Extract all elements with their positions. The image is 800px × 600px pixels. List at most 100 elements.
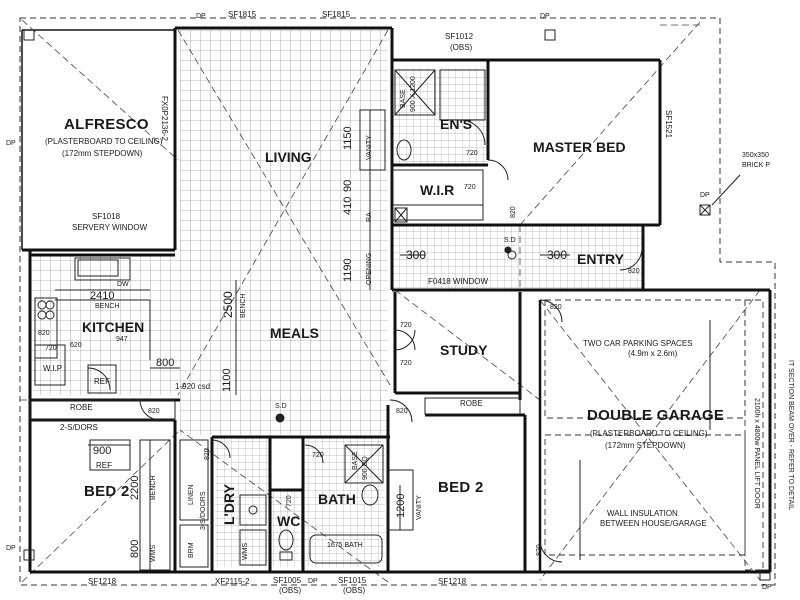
room-double-garage: DOUBLE GARAGE [587, 407, 725, 424]
room-meals: MEALS [270, 325, 319, 341]
dim-1150: 1150 [342, 126, 354, 150]
roof-outline [19, 17, 776, 586]
alfresco-note-2: (172mm STEPDOWN) [62, 149, 143, 158]
room-study: STUDY [440, 342, 488, 358]
brm-label: BRM [188, 542, 195, 558]
room-master-bed: MASTER BED [533, 139, 626, 155]
ref-kitchen: REF [94, 377, 110, 386]
room-alfresco: ALFRESCO [64, 116, 149, 133]
dim-300-a: 300 [406, 248, 427, 262]
base-bath-size: 900 SQ [362, 456, 369, 480]
room-bath: BATH [318, 491, 356, 507]
sdoors-3: 3-S/DOORS [200, 491, 207, 530]
base-ensuite: BASE [400, 89, 407, 108]
dim-1920: 1-920 csd [175, 382, 211, 391]
alfresco-note: (PLASTERBOARD TO CEILING) [45, 137, 163, 146]
door-820-a: 820 [510, 206, 517, 218]
window-top-3: SF1012 [445, 32, 474, 41]
dim-410: 410 [342, 196, 354, 215]
ref-bed: REF [96, 461, 112, 470]
dim-90: 90 [342, 179, 354, 192]
door-720-e: 720 [312, 452, 324, 459]
wall-insulation-2: BETWEEN HOUSE/GARAGE [600, 519, 707, 528]
dp-left: DP [6, 140, 16, 147]
dim-1190: 1190 [342, 258, 354, 282]
room-wir: W.I.R [420, 182, 455, 198]
room-living: LIVING [265, 149, 312, 165]
tiled-ldry [215, 437, 270, 567]
dp-bottom-right: DP [762, 584, 772, 591]
dw-label: DW [117, 281, 129, 288]
bench-kitchen: BENCH [95, 303, 120, 310]
wms-1: WMS [150, 544, 157, 562]
room-wc: WC [277, 513, 301, 529]
door-820-b: 820 [628, 268, 640, 275]
dim-947: 947 [116, 336, 128, 343]
dim-800-a: 800 [156, 357, 175, 369]
door-820-c: 820 [550, 304, 562, 311]
window-servery-2: SERVERY WINDOW [72, 223, 148, 232]
dim-620: 620 [70, 342, 82, 349]
room-laundry: L'DRY [221, 484, 237, 525]
window-f0418: F0418 WINDOW [428, 277, 489, 286]
door-820-h: 820 [38, 330, 50, 337]
tiled-wc [272, 490, 302, 567]
window-alfresco: FX0P2136-2 [160, 96, 169, 141]
window-top-1: SF1815 [228, 10, 257, 19]
garage-dashed [544, 299, 764, 571]
door-820-f: 820 [204, 448, 211, 460]
parking-note: TWO CAR PARKING SPACES [583, 339, 693, 348]
wms-2: WMS [242, 542, 249, 560]
vanity-ensuite: VANITY [366, 135, 373, 160]
tiled-kitchen [30, 255, 180, 395]
interior-lines [29, 69, 711, 571]
dim-300-b: 300 [547, 248, 568, 262]
section-beam-note: IT SECTION BEAM OVER - REFER TO DETAIL [787, 360, 794, 511]
door-820-d: 820 [148, 408, 160, 415]
room-bed2-right: BED 2 [438, 479, 484, 496]
window-top-2: SF1815 [322, 10, 351, 19]
window-bot-4: SF1015 [338, 576, 367, 585]
room-bed2-left: BED 2 [84, 483, 130, 500]
window-top-3-obs: (OBS) [450, 43, 473, 52]
dp-bottom: DP [308, 578, 318, 585]
window-bot-3-obs: (OBS) [279, 586, 302, 595]
walls [21, 26, 772, 574]
dim-2500: 2500 [221, 291, 235, 318]
window-bot-3: SF1005 [273, 576, 302, 585]
linen-label: LINEN [188, 484, 195, 505]
door-720-f: 720 [286, 495, 293, 507]
door-820-e: 820 [396, 408, 408, 415]
bath-1675: 1675 BATH [327, 542, 363, 549]
tiled-living-meals [180, 30, 388, 400]
door-720-g: 720 [45, 345, 57, 352]
room-wip: W.I.P [43, 364, 63, 373]
wall-insulation: WALL INSULATION [607, 509, 678, 518]
dim-900: 900 [93, 445, 112, 457]
window-servery: SF1018 [92, 212, 121, 221]
dim-800-b: 800 [129, 539, 141, 558]
dp-top-right: DP [540, 13, 550, 20]
base-ensuite-size: 900 X 1200 [410, 76, 417, 112]
tiled-hall [180, 395, 390, 435]
dp-bottom-left: DP [6, 545, 16, 552]
base-bath: BASE [352, 451, 359, 470]
ra-label: RA [366, 212, 373, 222]
dim-2200: 2200 [129, 475, 141, 500]
room-kitchen: KITCHEN [82, 319, 145, 335]
dim-1200: 1200 [395, 493, 407, 518]
bench-bed: BENCH [150, 475, 157, 500]
room-ensuite: EN'S [440, 116, 473, 132]
parking-note-2: (4.9m x 2.6m) [628, 349, 678, 358]
dim-1100: 1100 [221, 368, 233, 392]
window-right: SF1521 [664, 110, 673, 139]
dim-2410: 2410 [90, 290, 115, 302]
marks [23, 29, 771, 581]
brick-pier: 350x350 [742, 152, 769, 159]
panel-lift-door: 2100h x 4800w PANEL LIFT DOOR [753, 398, 760, 509]
window-bot-2: XF2115-2 [215, 577, 250, 586]
garage-note: (PLASTERBOARD TO CEILING) [590, 429, 708, 438]
hip-lines [20, 19, 761, 583]
door-720-d: 720 [400, 360, 412, 367]
